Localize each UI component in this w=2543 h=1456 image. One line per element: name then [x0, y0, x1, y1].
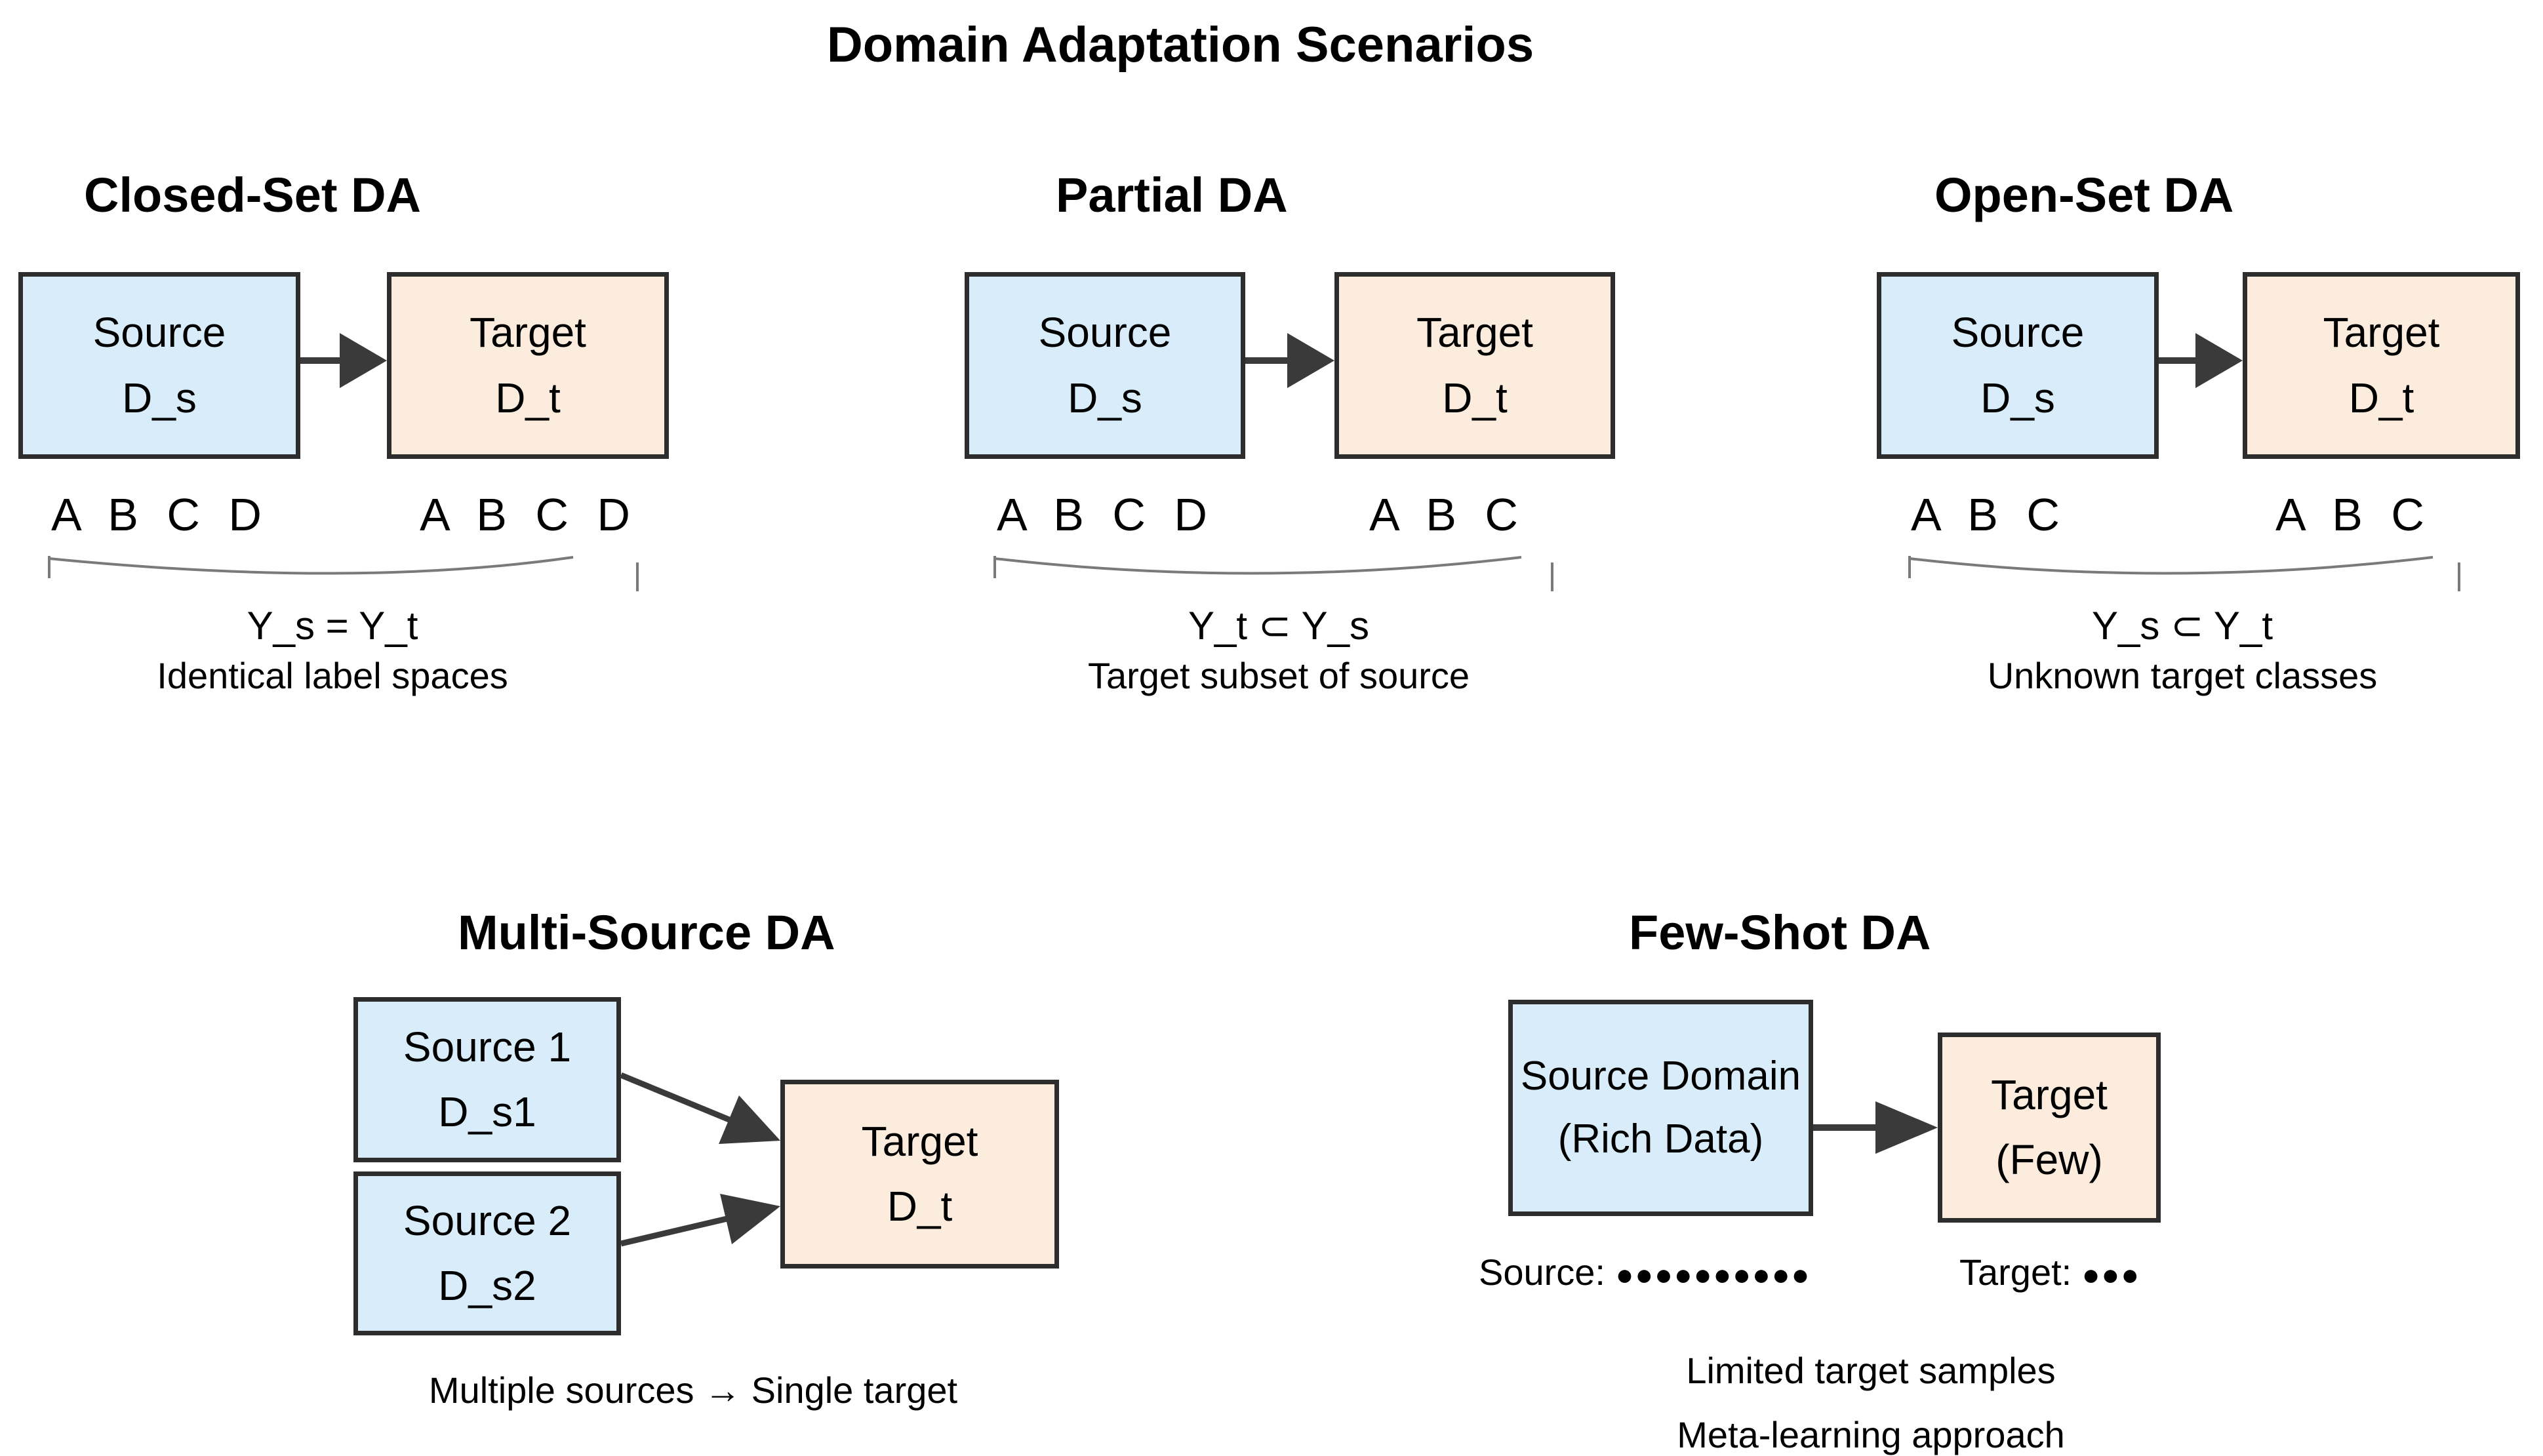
open-set-formula: Y_s ⊂ Y_t	[2092, 604, 2273, 648]
open-set-source-line1: Source	[1951, 309, 2085, 357]
open-set-target-line1: Target	[2323, 309, 2440, 357]
open-set-brace-icon	[1908, 556, 2460, 591]
multi-source-source2-line2: D_s2	[438, 1262, 536, 1309]
multi-source-source2-line1: Source 2	[403, 1196, 572, 1244]
open-set-heading: Open-Set DA	[1934, 168, 2234, 222]
partial-brace-icon	[993, 556, 1553, 591]
partial-source-line1: Source	[1038, 309, 1172, 357]
open-set-target-line2: D_t	[2348, 374, 2414, 422]
closed-set-source-box: Source D_s	[18, 272, 300, 459]
open-set-source-line2: D_s	[1980, 374, 2055, 422]
open-set-target-box: Target D_t	[2243, 272, 2520, 459]
few-shot-target-box: Target (Few)	[1938, 1033, 2161, 1223]
few-shot-heading: Few-Shot DA	[1629, 905, 1931, 960]
multi-source-caption: Multiple sources → Single target	[428, 1369, 958, 1411]
partial-source-box: Source D_s	[965, 272, 1245, 459]
diagram-title: Domain Adaptation Scenarios	[826, 17, 1534, 73]
partial-arrow-icon	[1245, 333, 1334, 388]
few-shot-source-samples-label: Source:	[1479, 1251, 1605, 1293]
few-shot-caption-line2: Meta-learning approach	[1677, 1414, 2065, 1455]
open-set-arrow-icon	[2159, 333, 2243, 388]
few-shot-target-line1: Target	[1991, 1071, 2108, 1118]
closed-set-heading: Closed-Set DA	[84, 168, 421, 222]
open-set-source-labels: A B C	[1911, 489, 2060, 540]
closed-set-target-line1: Target	[470, 309, 586, 357]
few-shot-source-samples: Source: ●●●●●●●●●●	[1479, 1251, 1811, 1293]
multi-source-target-line1: Target	[861, 1117, 978, 1165]
partial-target-line2: D_t	[1442, 374, 1508, 422]
closed-set-brace-icon	[48, 556, 639, 591]
partial-formula: Y_t ⊂ Y_s	[1188, 604, 1369, 648]
closed-set-caption: Identical label spaces	[157, 655, 508, 696]
partial-source-line2: D_s	[1068, 374, 1142, 422]
multi-source-target-box: Target D_t	[780, 1080, 1059, 1269]
few-shot-target-samples: Target: ●●●	[1959, 1251, 2140, 1293]
closed-set-target-labels: A B C D	[420, 489, 630, 540]
closed-set-source-line2: D_s	[122, 374, 197, 422]
closed-set-target-box: Target D_t	[387, 272, 669, 459]
partial-target-labels: A B C	[1369, 489, 1518, 540]
multi-source-source1-line2: D_s1	[438, 1088, 536, 1135]
open-set-target-labels: A B C	[2275, 489, 2424, 540]
few-shot-source-samples-dots: ●●●●●●●●●●	[1615, 1257, 1811, 1291]
closed-set-source-labels: A B C D	[51, 489, 262, 540]
closed-set-target-line2: D_t	[495, 374, 561, 422]
partial-target-box: Target D_t	[1334, 272, 1615, 459]
few-shot-source-line1: Source Domain	[1520, 1053, 1801, 1099]
few-shot-source-box: Source Domain (Rich Data)	[1508, 1000, 1813, 1216]
closed-set-source-line1: Source	[92, 309, 226, 357]
multi-source-source1-box: Source 1 D_s1	[353, 997, 621, 1162]
few-shot-source-line2: (Rich Data)	[1557, 1116, 1764, 1162]
multi-source-source1-line1: Source 1	[403, 1023, 572, 1071]
partial-target-line1: Target	[1416, 309, 1533, 357]
closed-set-arrow-icon	[300, 333, 387, 388]
open-set-source-box: Source D_s	[1877, 272, 2159, 459]
open-set-caption: Unknown target classes	[1987, 655, 2378, 696]
few-shot-caption-line1: Limited target samples	[1686, 1350, 2056, 1391]
partial-source-labels: A B C D	[997, 489, 1207, 540]
few-shot-target-samples-dots: ●●●	[2081, 1257, 2141, 1291]
few-shot-target-line2: (Few)	[1995, 1136, 2103, 1183]
partial-heading: Partial DA	[1056, 168, 1288, 222]
partial-caption: Target subset of source	[1087, 655, 1470, 696]
few-shot-target-samples-label: Target:	[1959, 1251, 2072, 1293]
closed-set-formula: Y_s = Y_t	[247, 604, 418, 648]
multi-source-target-line2: D_t	[887, 1183, 953, 1230]
multi-source-arrows-icon	[620, 1072, 780, 1247]
few-shot-arrow-icon	[1813, 1101, 1938, 1154]
multi-source-source2-box: Source 2 D_s2	[353, 1171, 621, 1335]
multi-source-heading: Multi-Source DA	[458, 905, 835, 960]
